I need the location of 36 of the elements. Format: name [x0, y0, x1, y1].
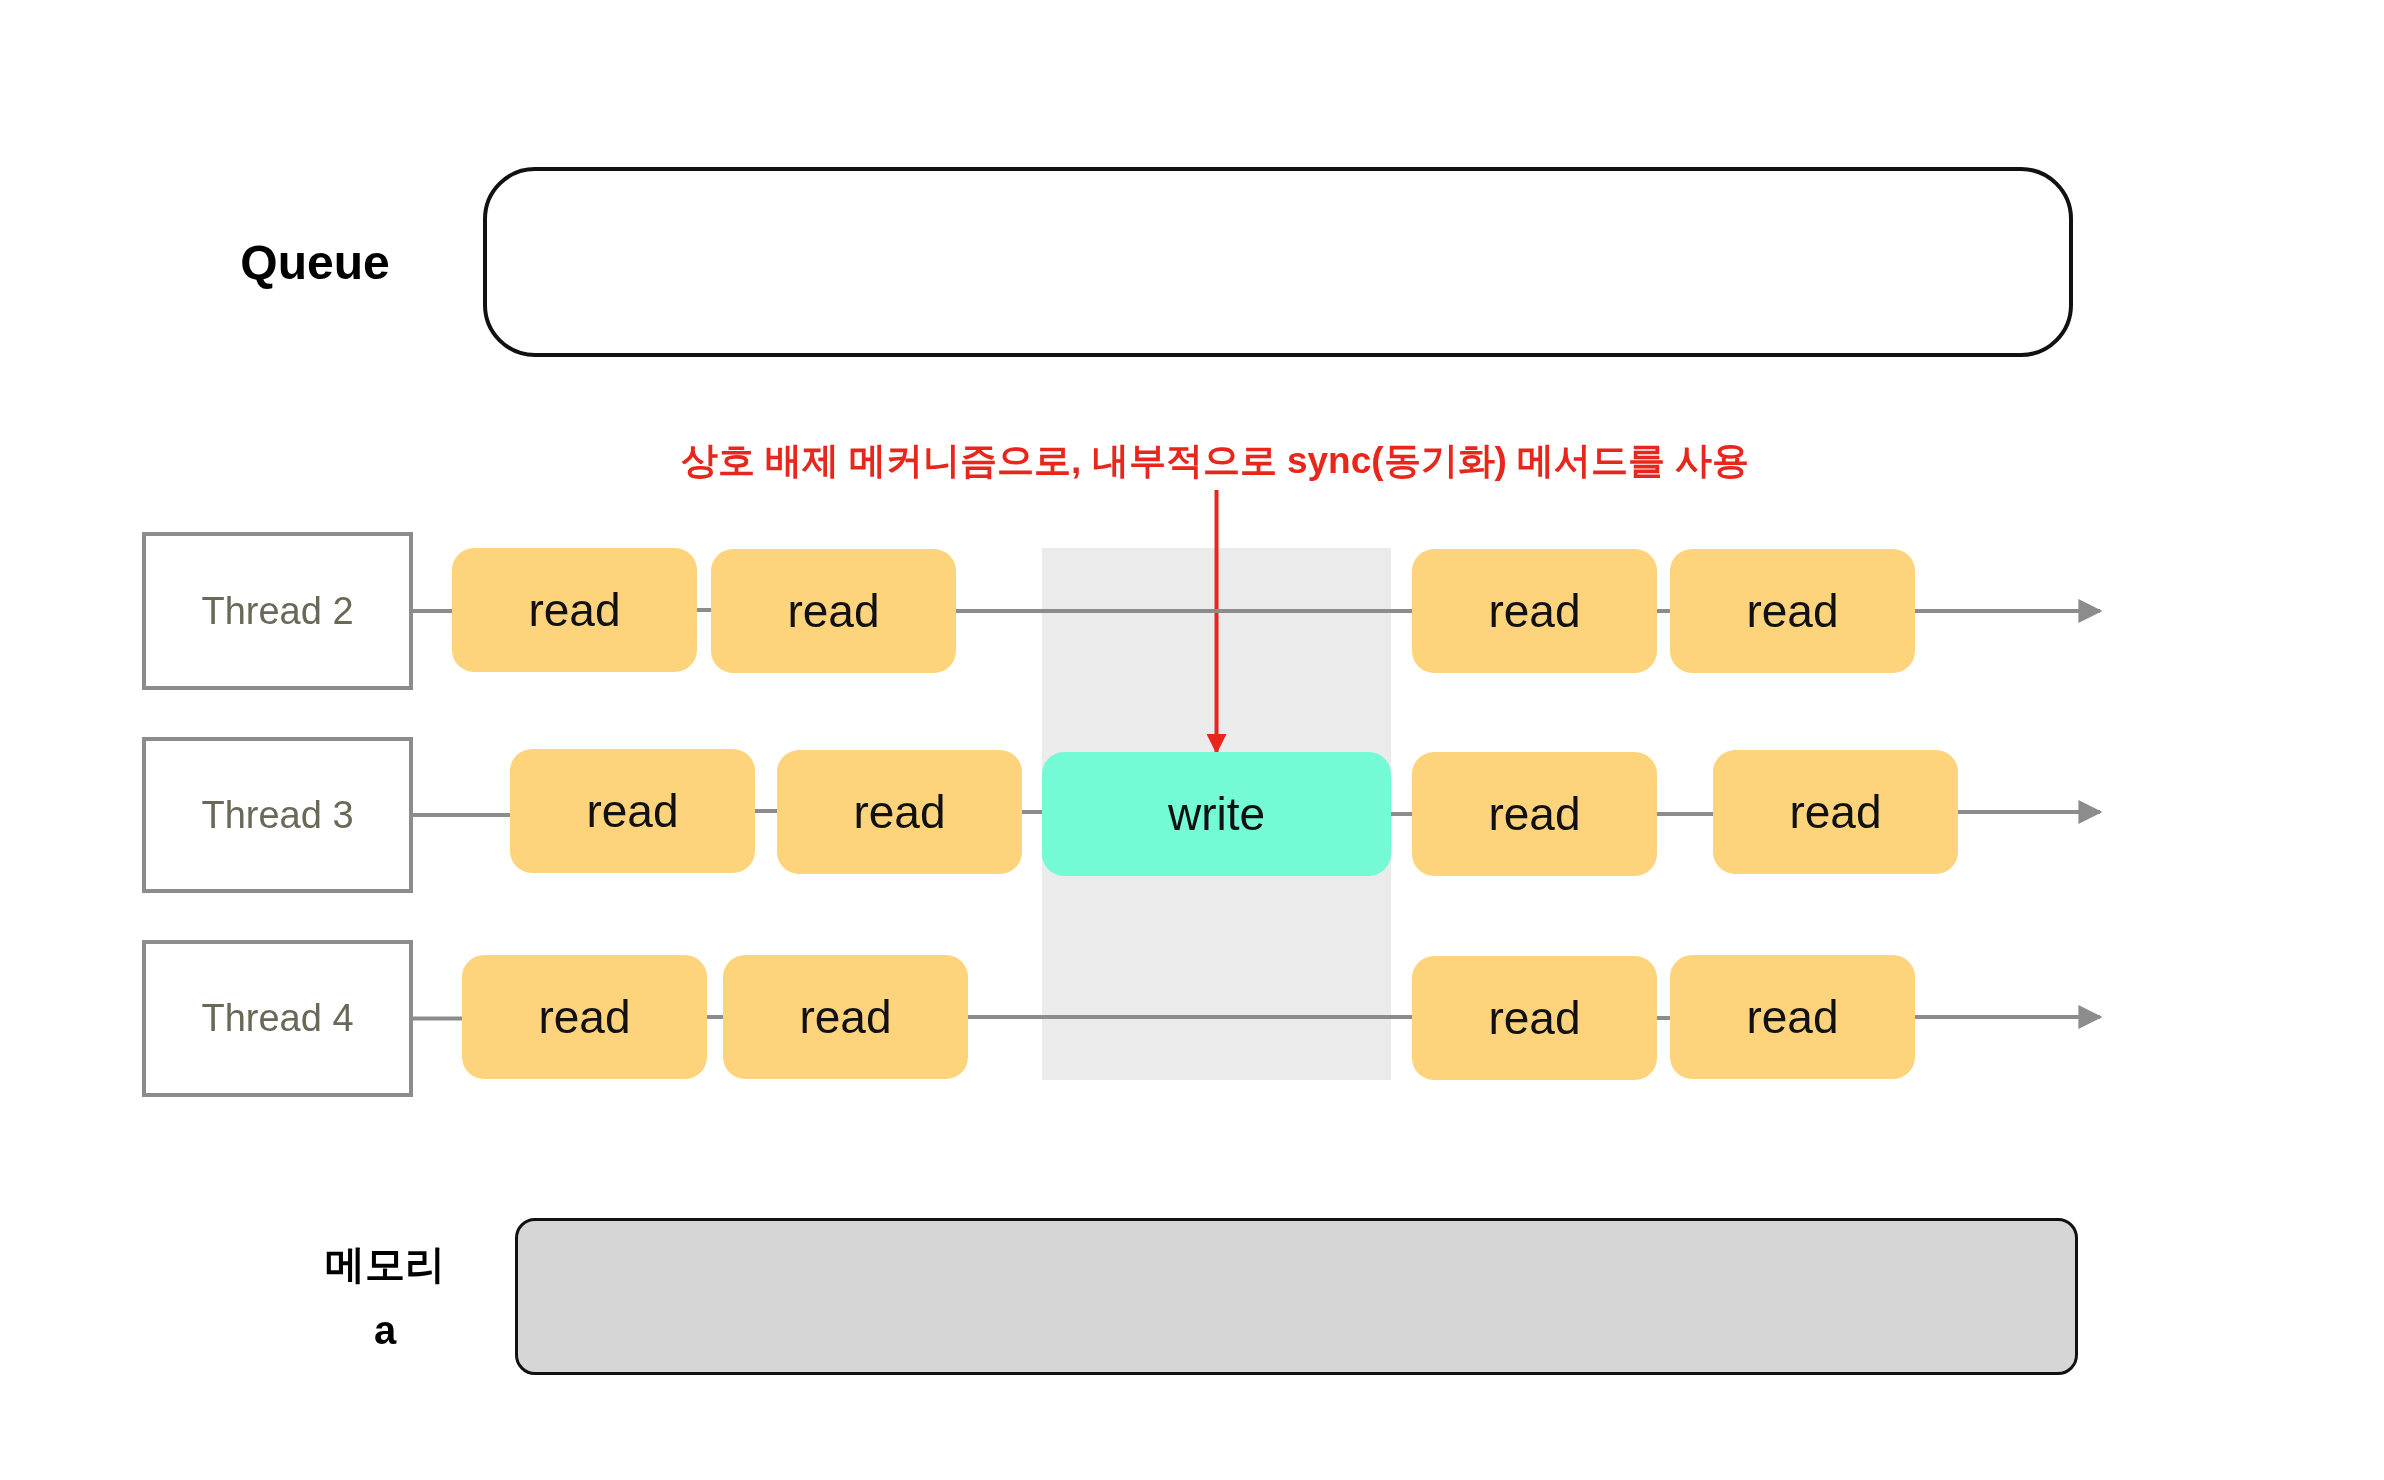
timeline-line	[1657, 609, 1670, 613]
write-task-box: write	[1042, 752, 1391, 876]
thread-box: Thread 4	[142, 940, 413, 1097]
read-task-box: read	[510, 749, 755, 873]
timeline-line	[1657, 812, 1713, 816]
memory-label: 메모리 a	[325, 1240, 445, 1354]
read-task-box: read	[777, 750, 1022, 874]
read-task-box: read	[1412, 549, 1657, 673]
timeline-arrow	[1958, 800, 2103, 824]
read-task-box: read	[723, 955, 968, 1079]
timeline-line	[1022, 810, 1042, 814]
annotation-arrow	[1206, 490, 1227, 754]
read-task-box: read	[1412, 956, 1657, 1080]
timeline-line	[413, 813, 510, 817]
read-task-box: read	[1713, 750, 1958, 874]
timeline-line	[755, 809, 777, 813]
read-task-box: read	[462, 955, 707, 1079]
timeline-line	[1657, 1016, 1670, 1020]
annotation-text: 상호 배제 메커니즘으로, 내부적으로 sync(동기화) 메서드를 사용	[615, 432, 1815, 490]
timeline-line	[968, 1015, 1412, 1019]
timeline-line	[956, 609, 1412, 613]
timeline-line	[697, 608, 711, 612]
timeline-line	[413, 1016, 462, 1021]
queue-label: Queue	[240, 234, 390, 290]
read-task-box: read	[1670, 549, 1915, 673]
read-task-box: read	[1412, 752, 1657, 876]
timeline-line	[1391, 812, 1412, 816]
timeline-arrow	[1915, 599, 2103, 623]
read-task-box: read	[711, 549, 956, 673]
thread-box: Thread 3	[142, 737, 413, 893]
timeline-line	[707, 1015, 723, 1019]
read-task-box: read	[1670, 955, 1915, 1079]
read-task-box: read	[452, 548, 697, 672]
thread-box: Thread 2	[142, 532, 413, 690]
timeline-line	[413, 609, 452, 613]
timeline-arrow	[1915, 1005, 2103, 1029]
